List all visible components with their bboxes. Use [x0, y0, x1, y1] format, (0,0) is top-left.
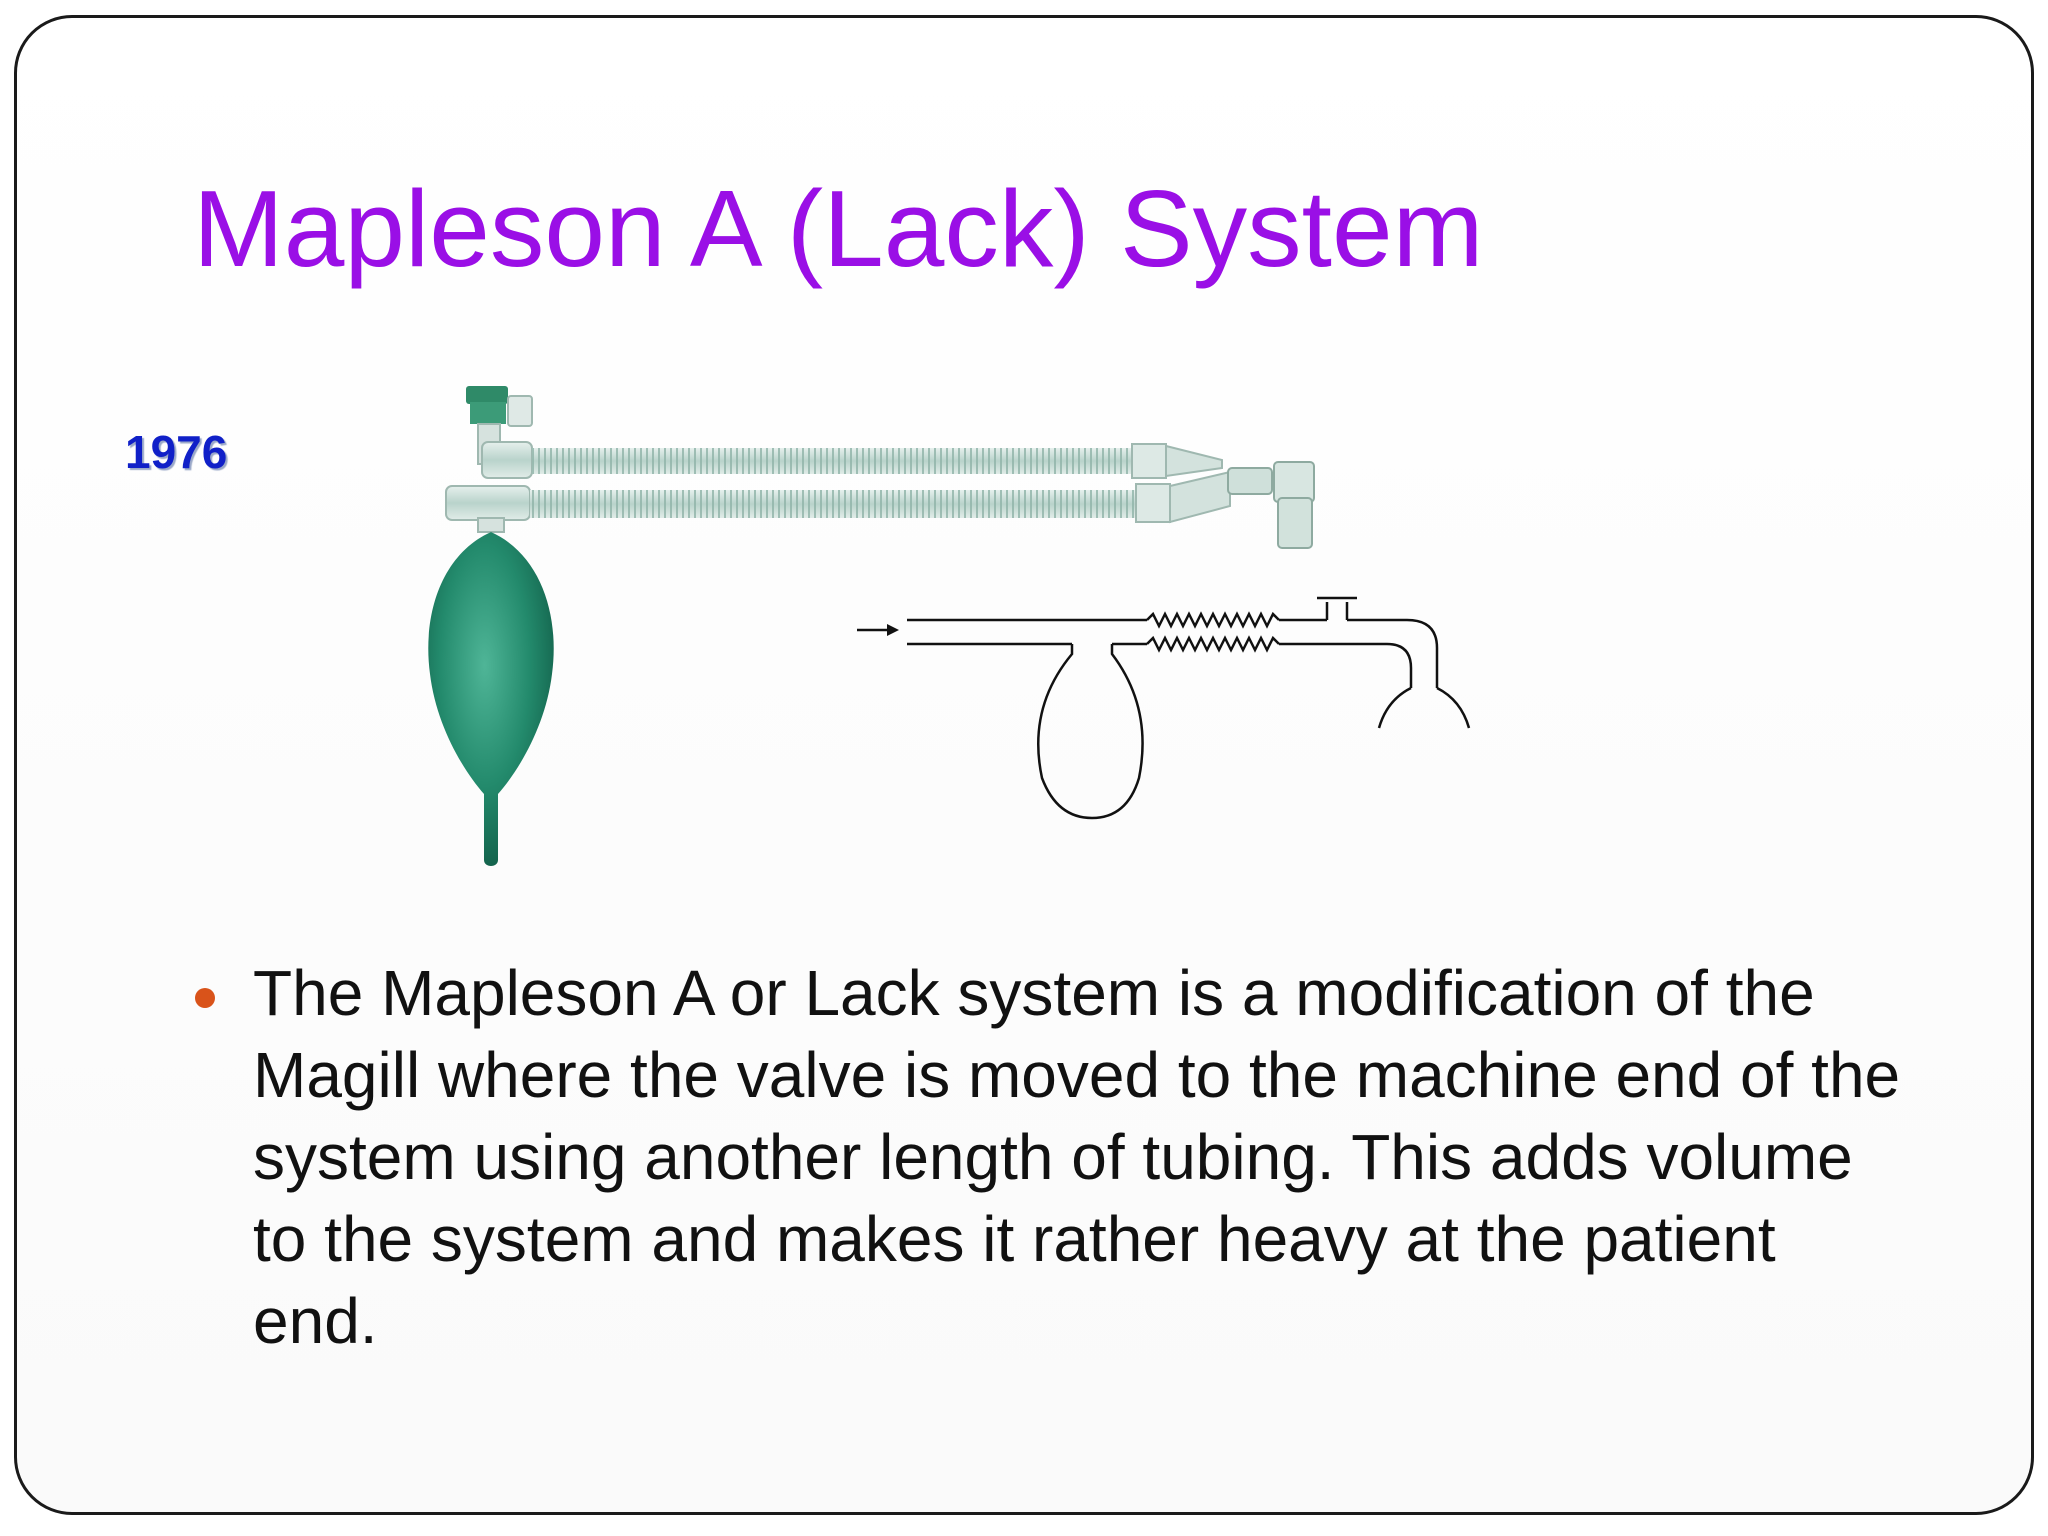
upper-tube [481, 441, 1223, 479]
year-label: 1976 [125, 426, 228, 478]
orange-dot-icon [195, 988, 215, 1008]
patient-connector [1227, 461, 1315, 549]
lower-tube [445, 470, 1231, 524]
lack-circuit-photo [428, 386, 1315, 866]
bullet-list: The Mapleson A or Lack system is a modif… [189, 952, 1909, 1362]
bullet-text: The Mapleson A or Lack system is a modif… [253, 957, 1901, 1357]
lack-schematic-diagram [857, 596, 1471, 820]
reservoir-bag [428, 517, 554, 866]
slide-frame: Mapleson A (Lack) System 1976 [14, 15, 2034, 1515]
slide-title: Mapleson A (Lack) System [193, 168, 1484, 290]
bullet-item: The Mapleson A or Lack system is a modif… [189, 952, 1909, 1362]
